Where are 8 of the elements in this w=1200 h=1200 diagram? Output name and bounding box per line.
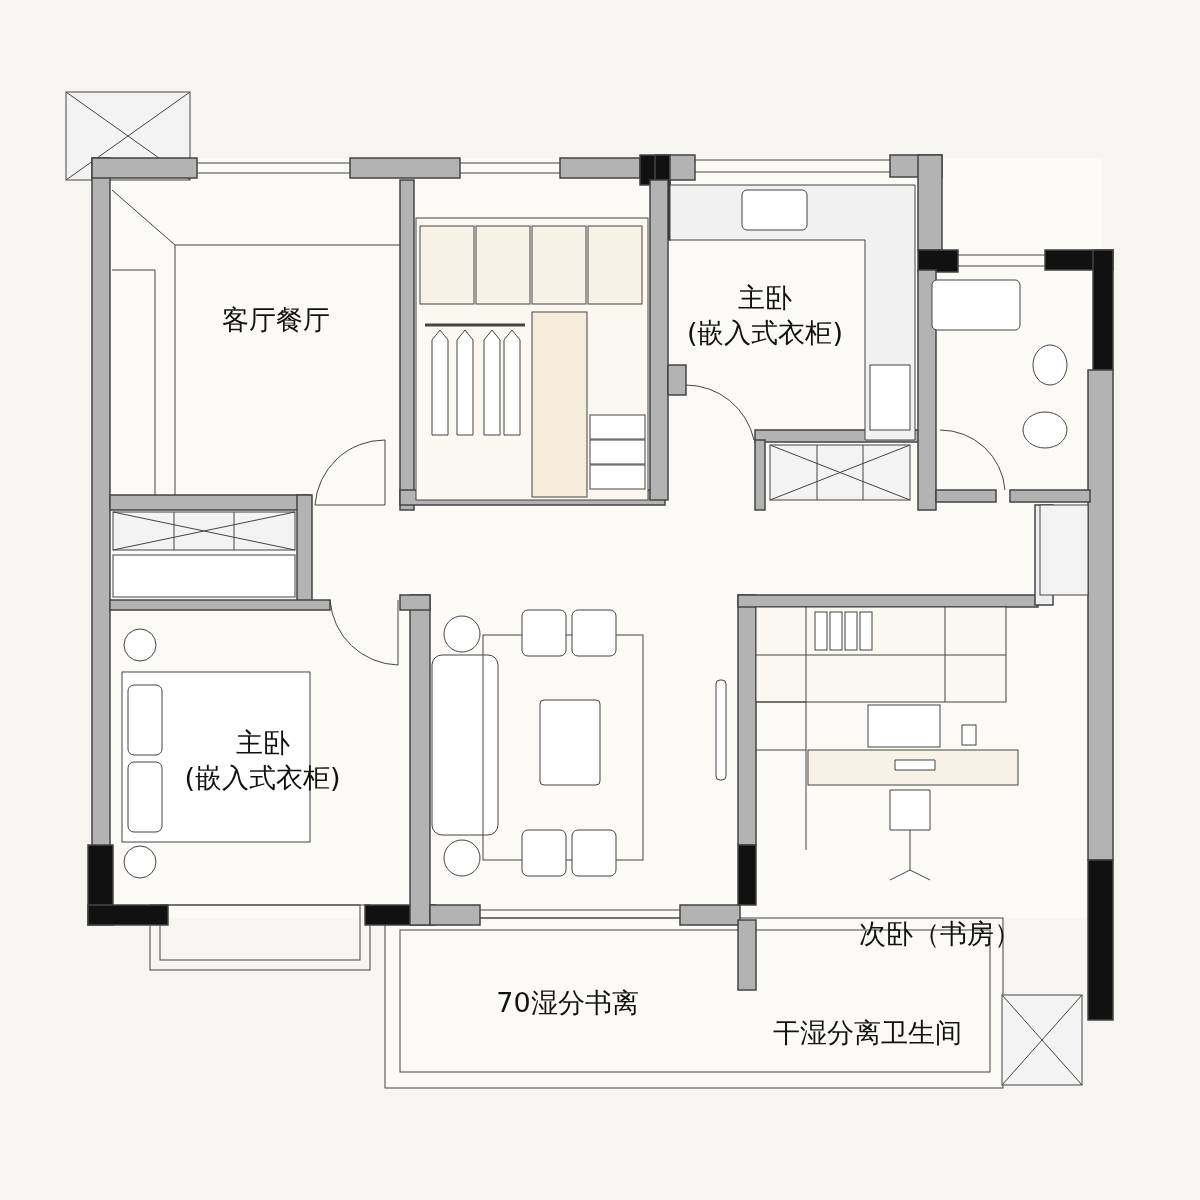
room-label: 次卧（书房） (859, 917, 1021, 952)
room-label: (嵌入式衣柜) (184, 761, 341, 795)
room-label: (嵌入式衣柜) (686, 316, 844, 351)
room-label: 客厅餐厅 (222, 303, 330, 338)
room-label: 主卧 (235, 725, 290, 760)
room-label: 干湿分离卫生间 (772, 1015, 962, 1050)
room-label: 70湿分书离 (496, 985, 639, 1020)
room-label: 主卧 (738, 281, 792, 315)
